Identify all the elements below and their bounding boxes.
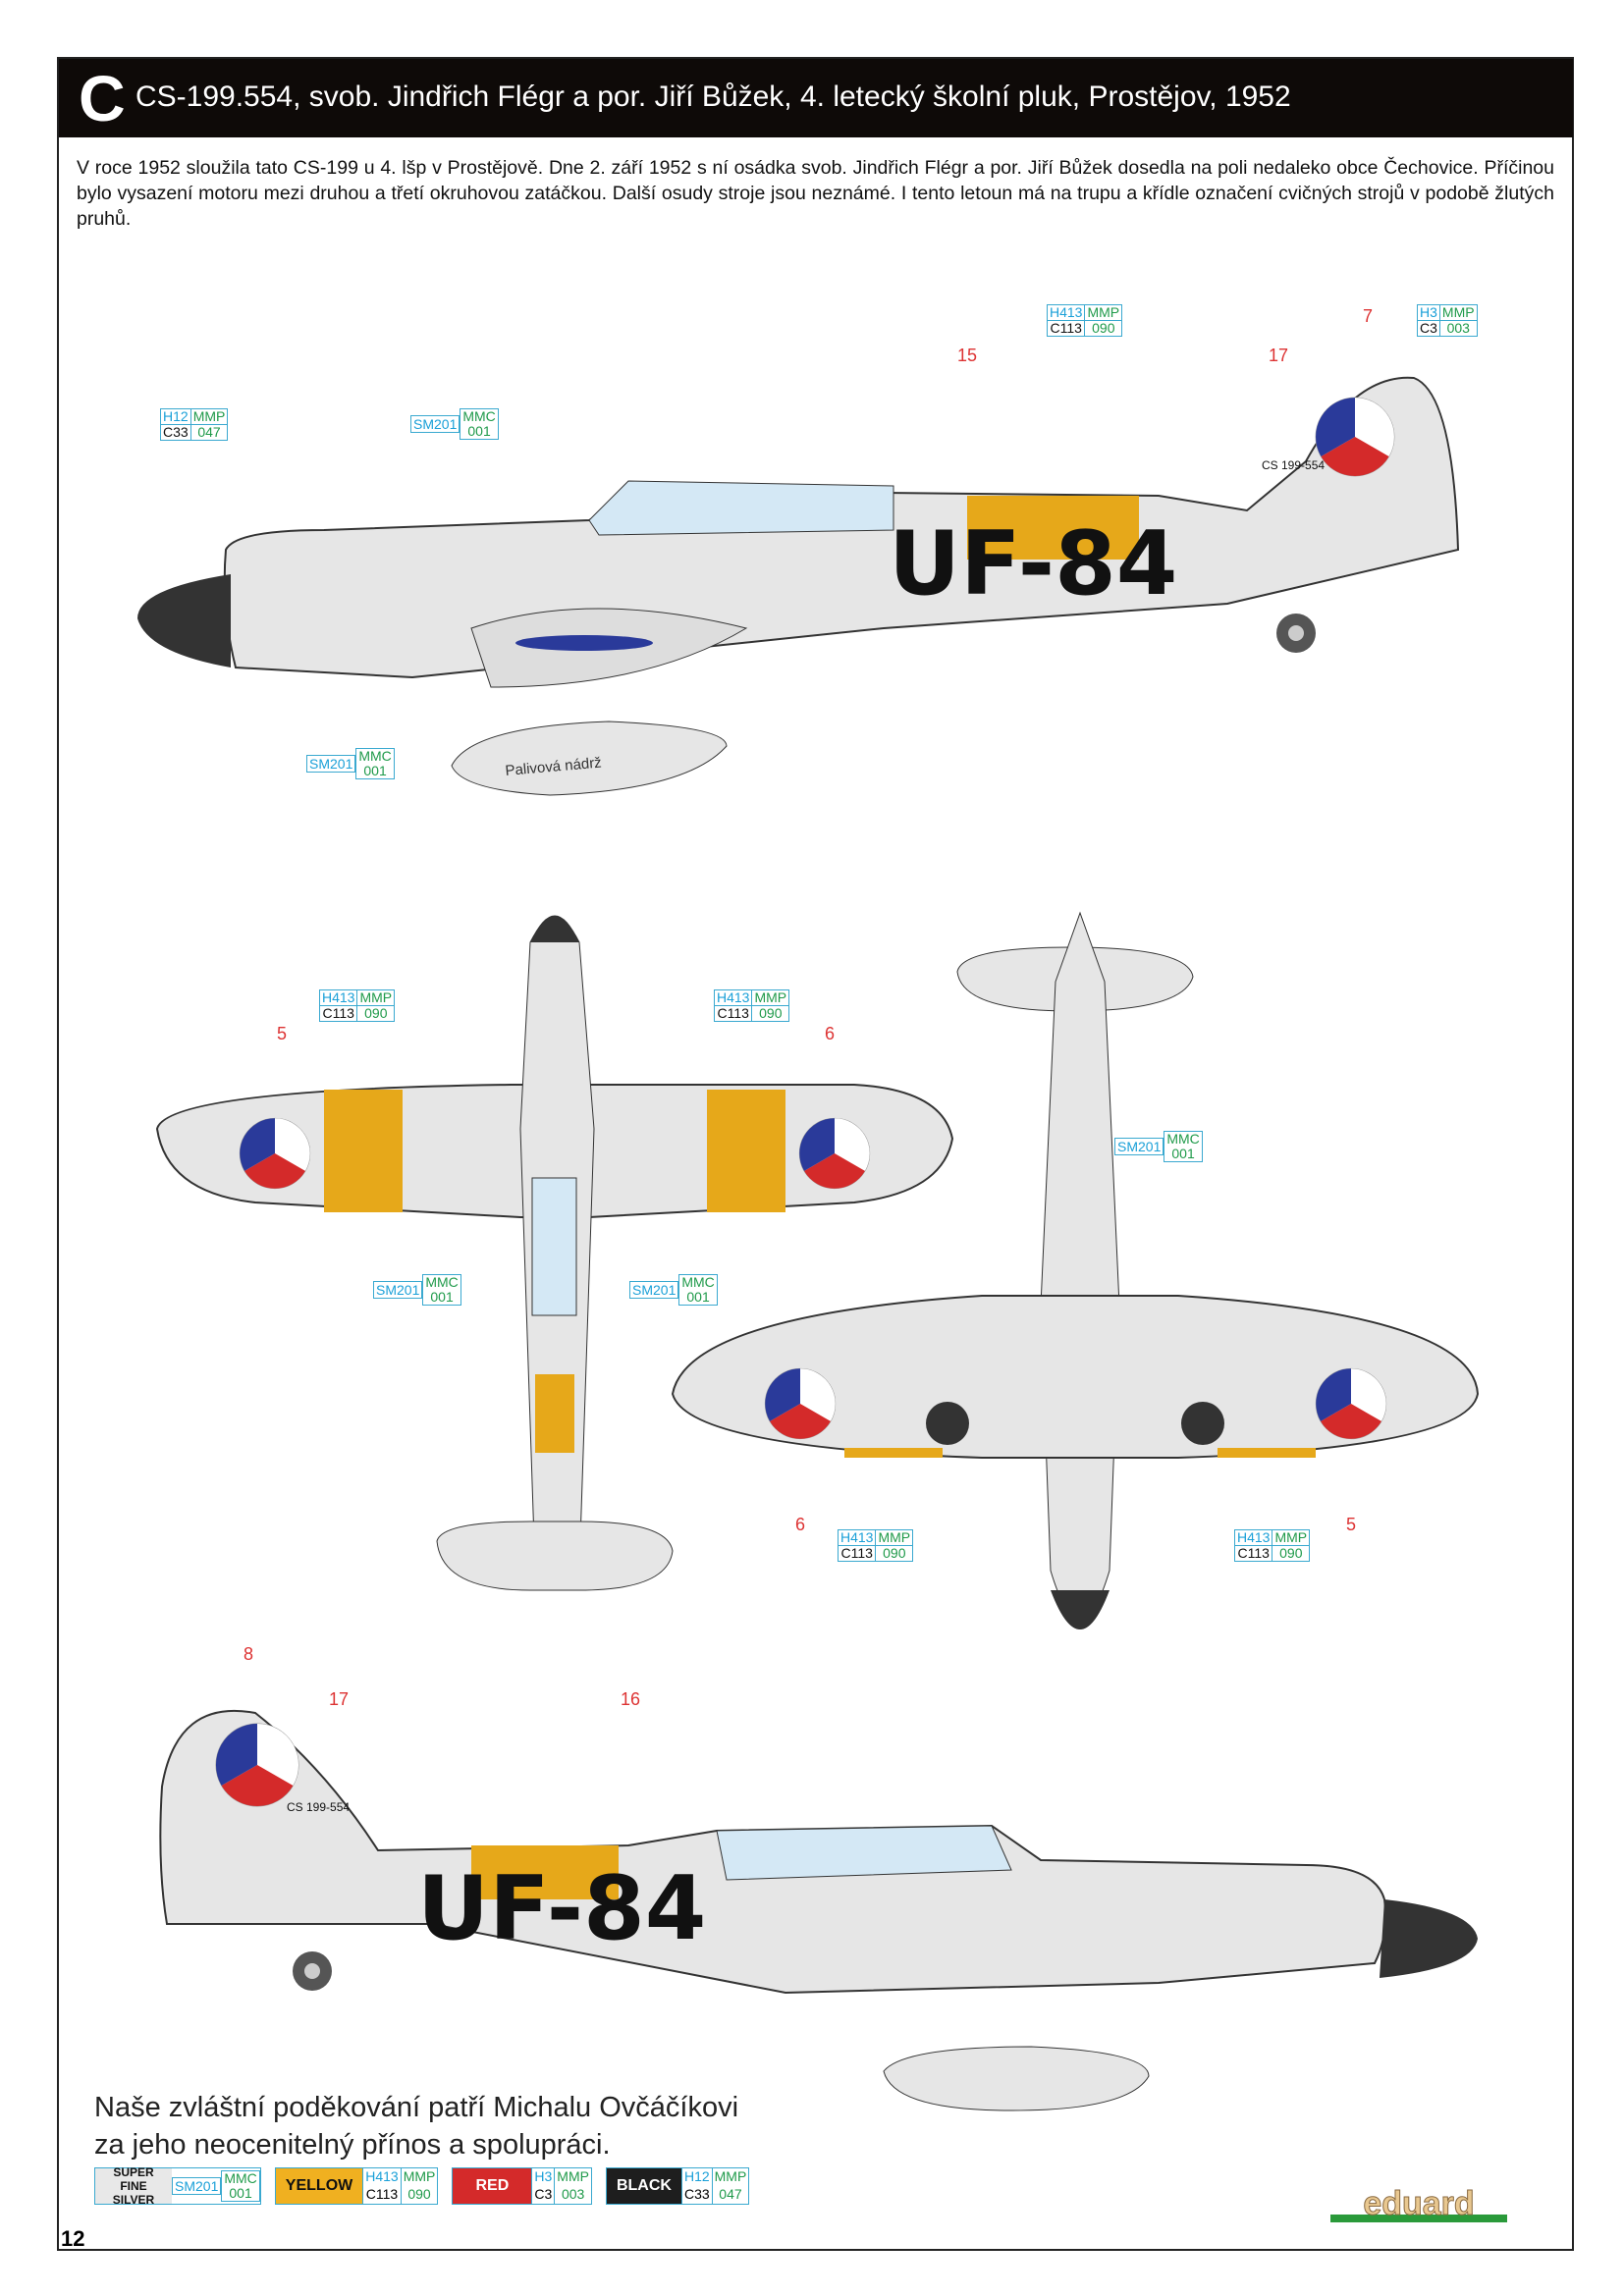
serial: CS 199-554 — [287, 1800, 350, 1814]
decal-number: 5 — [1346, 1515, 1357, 1534]
decal-number: 17 — [329, 1689, 350, 1709]
page-number: 12 — [61, 2226, 85, 2251]
drop-tank — [451, 721, 728, 796]
description: V roce 1952 sloužila tato CS-199 u 4. lš… — [77, 157, 1554, 230]
decal-number: 5 — [277, 1024, 288, 1043]
scheme-letter: C — [79, 62, 126, 134]
decal-number: 16 — [621, 1689, 641, 1709]
fuselage-code: UF-84 — [889, 512, 1177, 615]
decal-number: 8 — [244, 1644, 254, 1664]
decal-number: 15 — [957, 346, 978, 365]
scheme-title: CS-199.554, svob. Jindřich Flégr a por. … — [135, 80, 1291, 113]
decal-number: 17 — [1269, 346, 1289, 365]
eduard-logo: eduard — [1330, 2187, 1507, 2222]
side-view-right: UF-84 CS 199-554 — [159, 1709, 1478, 2111]
side-view-left: Palivová nádrž UF-84 CS 199-554 — [137, 376, 1460, 796]
serial: CS 199-554 — [1262, 458, 1325, 472]
top-view — [155, 915, 954, 1591]
decal-number: 6 — [795, 1515, 806, 1534]
bottom-view — [671, 911, 1480, 1629]
decal-number: 7 — [1363, 306, 1374, 326]
decal-number: 6 — [825, 1024, 836, 1043]
acknowledgement: Naše zvláštní poděkování patří Michalu O… — [94, 2092, 739, 2161]
spinner — [1380, 1899, 1478, 1978]
spinner — [137, 574, 231, 667]
fuselage-code: UF-84 — [417, 1857, 706, 1960]
page-frame — [57, 57, 1574, 2251]
header-bar: C CS-199.554, svob. Jindřich Flégr a por… — [59, 59, 1573, 137]
